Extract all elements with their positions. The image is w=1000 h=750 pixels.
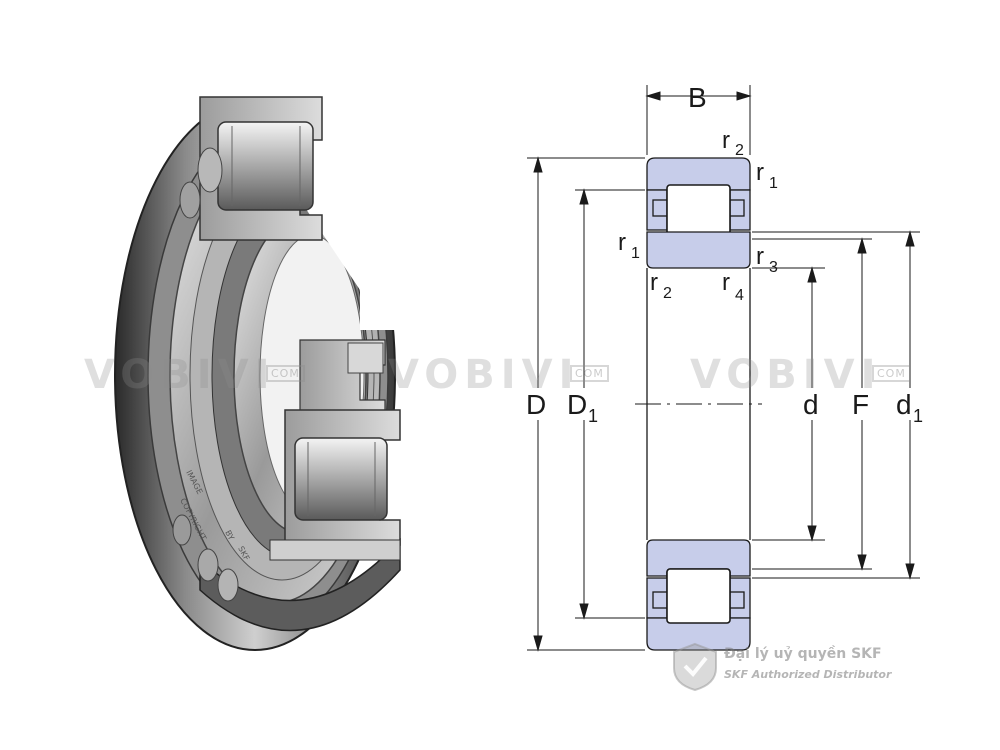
watermark-text: VOBIVI — [84, 352, 276, 398]
distributor-line-1: Đại lý uỷ quyền SKF — [724, 646, 882, 662]
label-r2-top: r — [722, 127, 730, 154]
cage-bottom-left — [652, 591, 668, 609]
label-r1-top: r — [756, 159, 764, 186]
bearing-photo: IMAGE COPYRIGHT BY SKF — [114, 95, 420, 651]
section-drawing — [635, 157, 762, 651]
label-r3: r — [756, 243, 764, 270]
watermark-text: VOBIVI — [388, 352, 580, 398]
dimension-lines — [527, 85, 920, 652]
label-r1-left-sub: 1 — [631, 245, 640, 262]
label-F: F — [852, 389, 869, 420]
watermark-suffix: COM — [570, 365, 609, 382]
cage-bottom-right — [729, 591, 745, 609]
outer-ring-bottom — [646, 617, 751, 651]
inner-ring-top — [646, 231, 751, 269]
label-D: D — [526, 389, 546, 420]
watermark-text: VOBIVI — [690, 352, 882, 398]
inner-ring-bottom — [646, 539, 751, 577]
label-r2-top-sub: 2 — [735, 142, 744, 159]
label-d: d — [803, 389, 819, 420]
label-D1-sub: 1 — [588, 406, 598, 426]
cage-top-left — [652, 199, 668, 217]
label-r4-sub: 4 — [735, 287, 744, 304]
label-B: B — [688, 82, 707, 113]
label-r1-left: r — [618, 229, 626, 256]
watermark-suffix: COM — [266, 365, 305, 382]
label-r3-sub: 3 — [769, 259, 778, 276]
label-D1: D — [567, 389, 587, 420]
roller-top — [666, 184, 731, 240]
skf-shield-icon — [673, 642, 717, 692]
distributor-line-2: SKF Authorized Distributor — [724, 668, 892, 681]
label-d1: d — [896, 389, 912, 420]
label-r2-bottom: r — [650, 269, 658, 296]
engraving-text: BY — [223, 529, 236, 542]
label-r1-top-sub: 1 — [769, 175, 778, 192]
label-r4: r — [722, 269, 730, 296]
label-r2-bottom-sub: 2 — [663, 285, 672, 302]
dimension-labels: B r 2 r 1 r 1 r 3 r 2 r 4 D D 1 d F d 1 — [526, 82, 923, 426]
label-d1-sub: 1 — [913, 406, 923, 426]
distributor-badge: Đại lý uỷ quyền SKF SKF Authorized Distr… — [668, 640, 928, 700]
watermark-suffix: COM — [872, 365, 911, 382]
cage-top-right — [729, 199, 745, 217]
